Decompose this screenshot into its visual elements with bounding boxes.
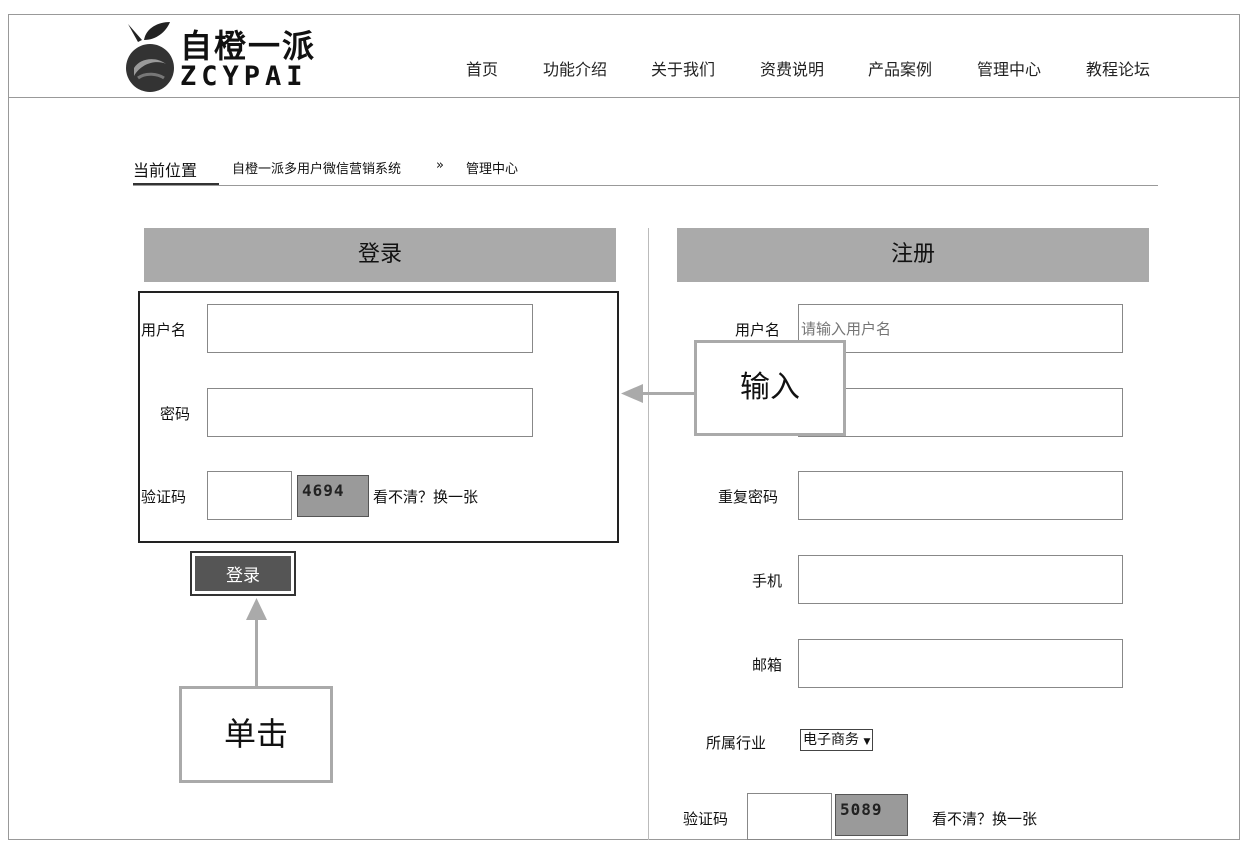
register-email-input[interactable]	[798, 639, 1123, 688]
breadcrumb-separator: »	[436, 158, 444, 173]
arrow-left-icon	[621, 384, 643, 403]
register-industry-label: 所属行业	[706, 734, 767, 752]
breadcrumb-divider	[133, 185, 1158, 186]
nav-forum[interactable]: 教程论坛	[1086, 60, 1151, 79]
brand-name-en: ZCYPAI	[180, 61, 308, 92]
arrow-up-icon	[246, 598, 267, 620]
click-arrow-line	[255, 618, 258, 688]
login-captcha-code: 4694	[302, 481, 345, 500]
breadcrumb-item-admin[interactable]: 管理中心	[466, 162, 519, 177]
login-form-highlight	[138, 291, 619, 543]
nav-features[interactable]: 功能介绍	[543, 60, 608, 79]
register-captcha-label: 验证码	[683, 810, 729, 828]
breadcrumb-underline	[133, 183, 219, 186]
page-frame	[8, 14, 1240, 840]
login-captcha-image[interactable]: 4694	[297, 475, 369, 517]
login-header: 登录	[144, 228, 616, 282]
register-username-input[interactable]	[798, 304, 1123, 353]
login-username-label: 用户名	[141, 321, 187, 339]
register-header: 注册	[677, 228, 1149, 282]
register-password-input[interactable]	[798, 388, 1123, 437]
column-divider	[648, 228, 649, 840]
register-industry-select[interactable]: 电子商务 ▼	[800, 729, 874, 751]
login-captcha-label: 验证码	[141, 488, 187, 506]
orange-logo-icon	[126, 22, 174, 92]
login-captcha-input[interactable]	[207, 471, 292, 520]
register-phone-label: 手机	[752, 572, 783, 590]
click-callout: 单击	[179, 686, 333, 783]
register-repeat-password-label: 重复密码	[718, 488, 779, 506]
dropdown-arrow-icon: ▼	[863, 737, 871, 747]
login-password-input[interactable]	[207, 388, 533, 437]
register-captcha-code: 5089	[840, 800, 883, 819]
register-repeat-password-input[interactable]	[798, 471, 1123, 520]
nav-admin[interactable]: 管理中心	[977, 60, 1042, 79]
login-password-label: 密码	[160, 405, 191, 423]
login-button[interactable]: 登录	[195, 556, 291, 591]
breadcrumb-item-system[interactable]: 自橙一派多用户微信营销系统	[232, 162, 402, 177]
register-phone-input[interactable]	[798, 555, 1123, 604]
register-email-label: 邮箱	[752, 656, 783, 674]
register-username-label: 用户名	[735, 321, 781, 339]
register-captcha-refresh-link[interactable]: 看不清？换一张	[932, 810, 1038, 828]
login-captcha-refresh-link[interactable]: 看不清？换一张	[373, 488, 479, 506]
nav-about[interactable]: 关于我们	[651, 60, 716, 79]
register-industry-value: 电子商务	[803, 732, 859, 748]
login-button-highlight: 登录	[190, 551, 296, 596]
header-divider	[8, 97, 1240, 98]
register-captcha-input[interactable]	[747, 793, 832, 840]
nav-home[interactable]: 首页	[466, 60, 499, 79]
breadcrumb-label: 当前位置	[133, 161, 198, 180]
brand-name-cn: 自橙一派	[180, 27, 317, 65]
nav-pricing[interactable]: 资费说明	[760, 60, 825, 79]
register-captcha-image[interactable]: 5089	[835, 794, 908, 836]
input-callout: 输入	[694, 340, 846, 436]
brand-logo[interactable]: 自橙一派 ZCYPAI	[120, 14, 330, 94]
login-username-input[interactable]	[207, 304, 533, 353]
nav-cases[interactable]: 产品案例	[868, 60, 933, 79]
input-arrow-line	[640, 392, 696, 395]
